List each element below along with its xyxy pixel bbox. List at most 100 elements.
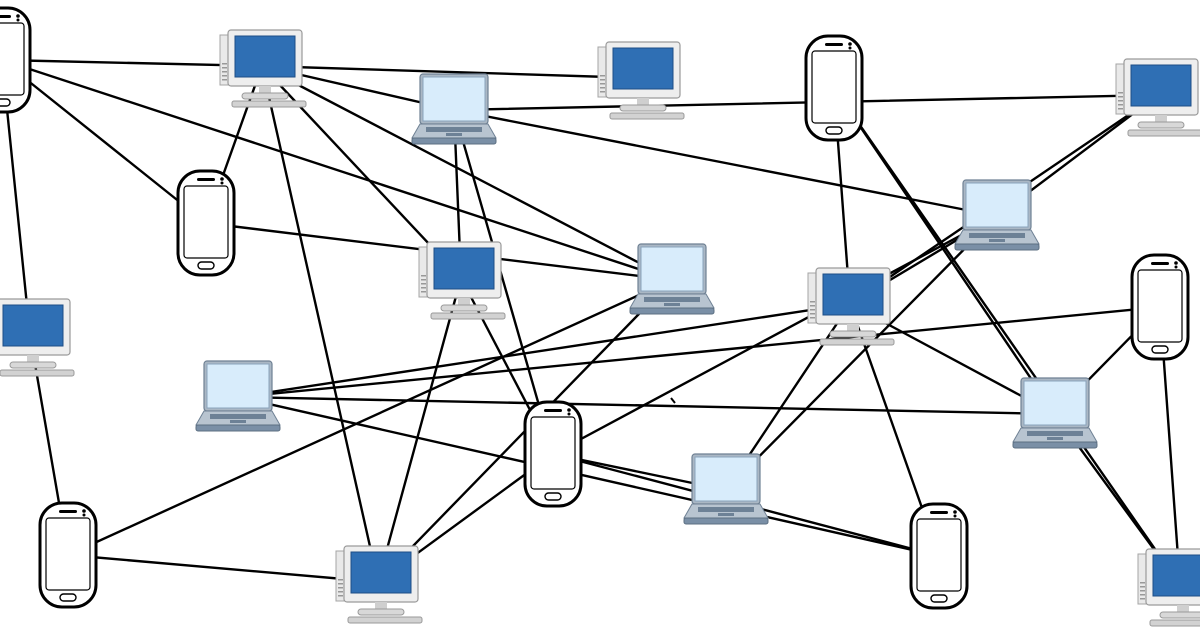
tower-vent: [222, 67, 227, 69]
phone-home-button: [59, 593, 77, 602]
network-link-laptop-5-phone-7: [236, 395, 941, 558]
laptop-screen: [694, 456, 758, 502]
monitor-screen: [822, 273, 884, 316]
desktop-computer-icon: [335, 545, 423, 624]
phone-speaker: [59, 510, 77, 513]
phone-screen: [183, 185, 229, 259]
keyboard: [819, 338, 895, 346]
tower-vent: [338, 583, 343, 585]
network-link-laptop-4-laptop-5: [236, 395, 1057, 416]
desktop-computer-icon: [1137, 548, 1200, 627]
tower-vent: [1118, 100, 1123, 102]
keyboard: [1127, 129, 1200, 137]
laptop-base: [629, 307, 715, 315]
network-link-laptop-1-phone-5: [452, 108, 555, 456]
nodes-layer: [0, 6, 1200, 627]
laptop-touchpad: [664, 303, 680, 306]
laptop-touchpad: [989, 239, 1005, 242]
monitor-base: [241, 92, 289, 100]
tower-vent: [1118, 104, 1123, 106]
tower-vent: [421, 283, 426, 285]
laptop-keys: [644, 297, 700, 302]
tower-vent: [338, 595, 343, 597]
laptop-keys: [698, 507, 754, 512]
network-link-phone-1-laptop-3: [0, 58, 674, 282]
laptop-touchpad: [718, 513, 734, 516]
tower-vent: [222, 79, 227, 81]
laptop-keys: [1027, 431, 1083, 436]
tower-vent: [600, 83, 605, 85]
tower-vent: [600, 91, 605, 93]
monitor-stand: [1177, 605, 1189, 613]
phone-home-button: [1151, 345, 1169, 354]
network-link-phone-6-desktop-7: [66, 553, 380, 584]
laptop-icon: [954, 179, 1040, 251]
laptop-base: [683, 517, 769, 525]
monitor-screen: [2, 304, 64, 347]
phone-sensor: [1174, 265, 1178, 269]
keyboard: [609, 112, 685, 120]
tower-vent: [600, 79, 605, 81]
monitor-screen: [1152, 554, 1200, 597]
smartphone-icon: [0, 6, 32, 114]
phone-speaker: [1151, 262, 1169, 265]
tower-vent: [338, 591, 343, 593]
phone-sensor: [567, 412, 571, 416]
phone-speaker: [825, 43, 843, 46]
phone-screen: [916, 518, 962, 592]
desktop-computer-icon: [807, 267, 895, 346]
phone-screen: [1137, 269, 1183, 343]
phone-speaker: [197, 178, 215, 181]
tower-vent: [222, 63, 227, 65]
network-link-desktop-1-desktop-2: [260, 64, 642, 80]
network-link-phone-4-laptop-5: [236, 305, 1162, 399]
monitor-stand: [259, 86, 271, 94]
laptop-screen: [965, 182, 1029, 228]
smartphone-icon: [523, 400, 583, 508]
laptop-icon: [411, 73, 497, 145]
tower-vent: [222, 75, 227, 77]
network-link-laptop-1-laptop-2: [452, 108, 999, 218]
phone-screen: [45, 517, 91, 591]
monitor-screen: [350, 551, 412, 594]
monitor-base: [829, 330, 877, 338]
tower-vent: [810, 317, 815, 319]
tower-vent: [1140, 582, 1145, 584]
tower-vent: [810, 309, 815, 311]
tower-vent: [421, 287, 426, 289]
monitor-screen: [1130, 64, 1192, 107]
monitor-stand: [27, 355, 39, 363]
phone-screen: [0, 22, 25, 96]
phone-home-button: [930, 594, 948, 603]
smartphone-icon: [38, 501, 98, 609]
laptop-touchpad: [446, 133, 462, 136]
phone-camera: [953, 510, 957, 514]
phone-camera: [848, 42, 852, 46]
monitor-stand: [375, 602, 387, 610]
phone-sensor: [82, 513, 86, 517]
tower-vent: [1140, 594, 1145, 596]
keyboard: [0, 369, 75, 377]
tower-vent: [600, 75, 605, 77]
laptop-base: [195, 424, 281, 432]
network-link-laptop-2-laptop-6: [724, 214, 999, 492]
laptop-base: [411, 137, 497, 145]
tower-vent: [1140, 586, 1145, 588]
desktop-computer-icon: [1115, 58, 1200, 137]
laptop-screen: [422, 76, 486, 122]
smartphone-icon: [1130, 253, 1190, 361]
phone-speaker: [0, 15, 11, 18]
tower-vent: [810, 313, 815, 315]
keyboard: [347, 616, 423, 624]
monitor-base: [9, 361, 57, 369]
laptop-base: [954, 243, 1040, 251]
laptop-keys: [426, 127, 482, 132]
desktop-computer-icon: [219, 29, 307, 108]
network-link-phone-1-phone-3: [0, 58, 208, 225]
network-link-laptop-2-phone-5: [551, 214, 999, 456]
phone-screen: [530, 416, 576, 490]
network-link-phone-2-desktop-8: [832, 86, 1182, 587]
phone-camera: [567, 408, 571, 412]
